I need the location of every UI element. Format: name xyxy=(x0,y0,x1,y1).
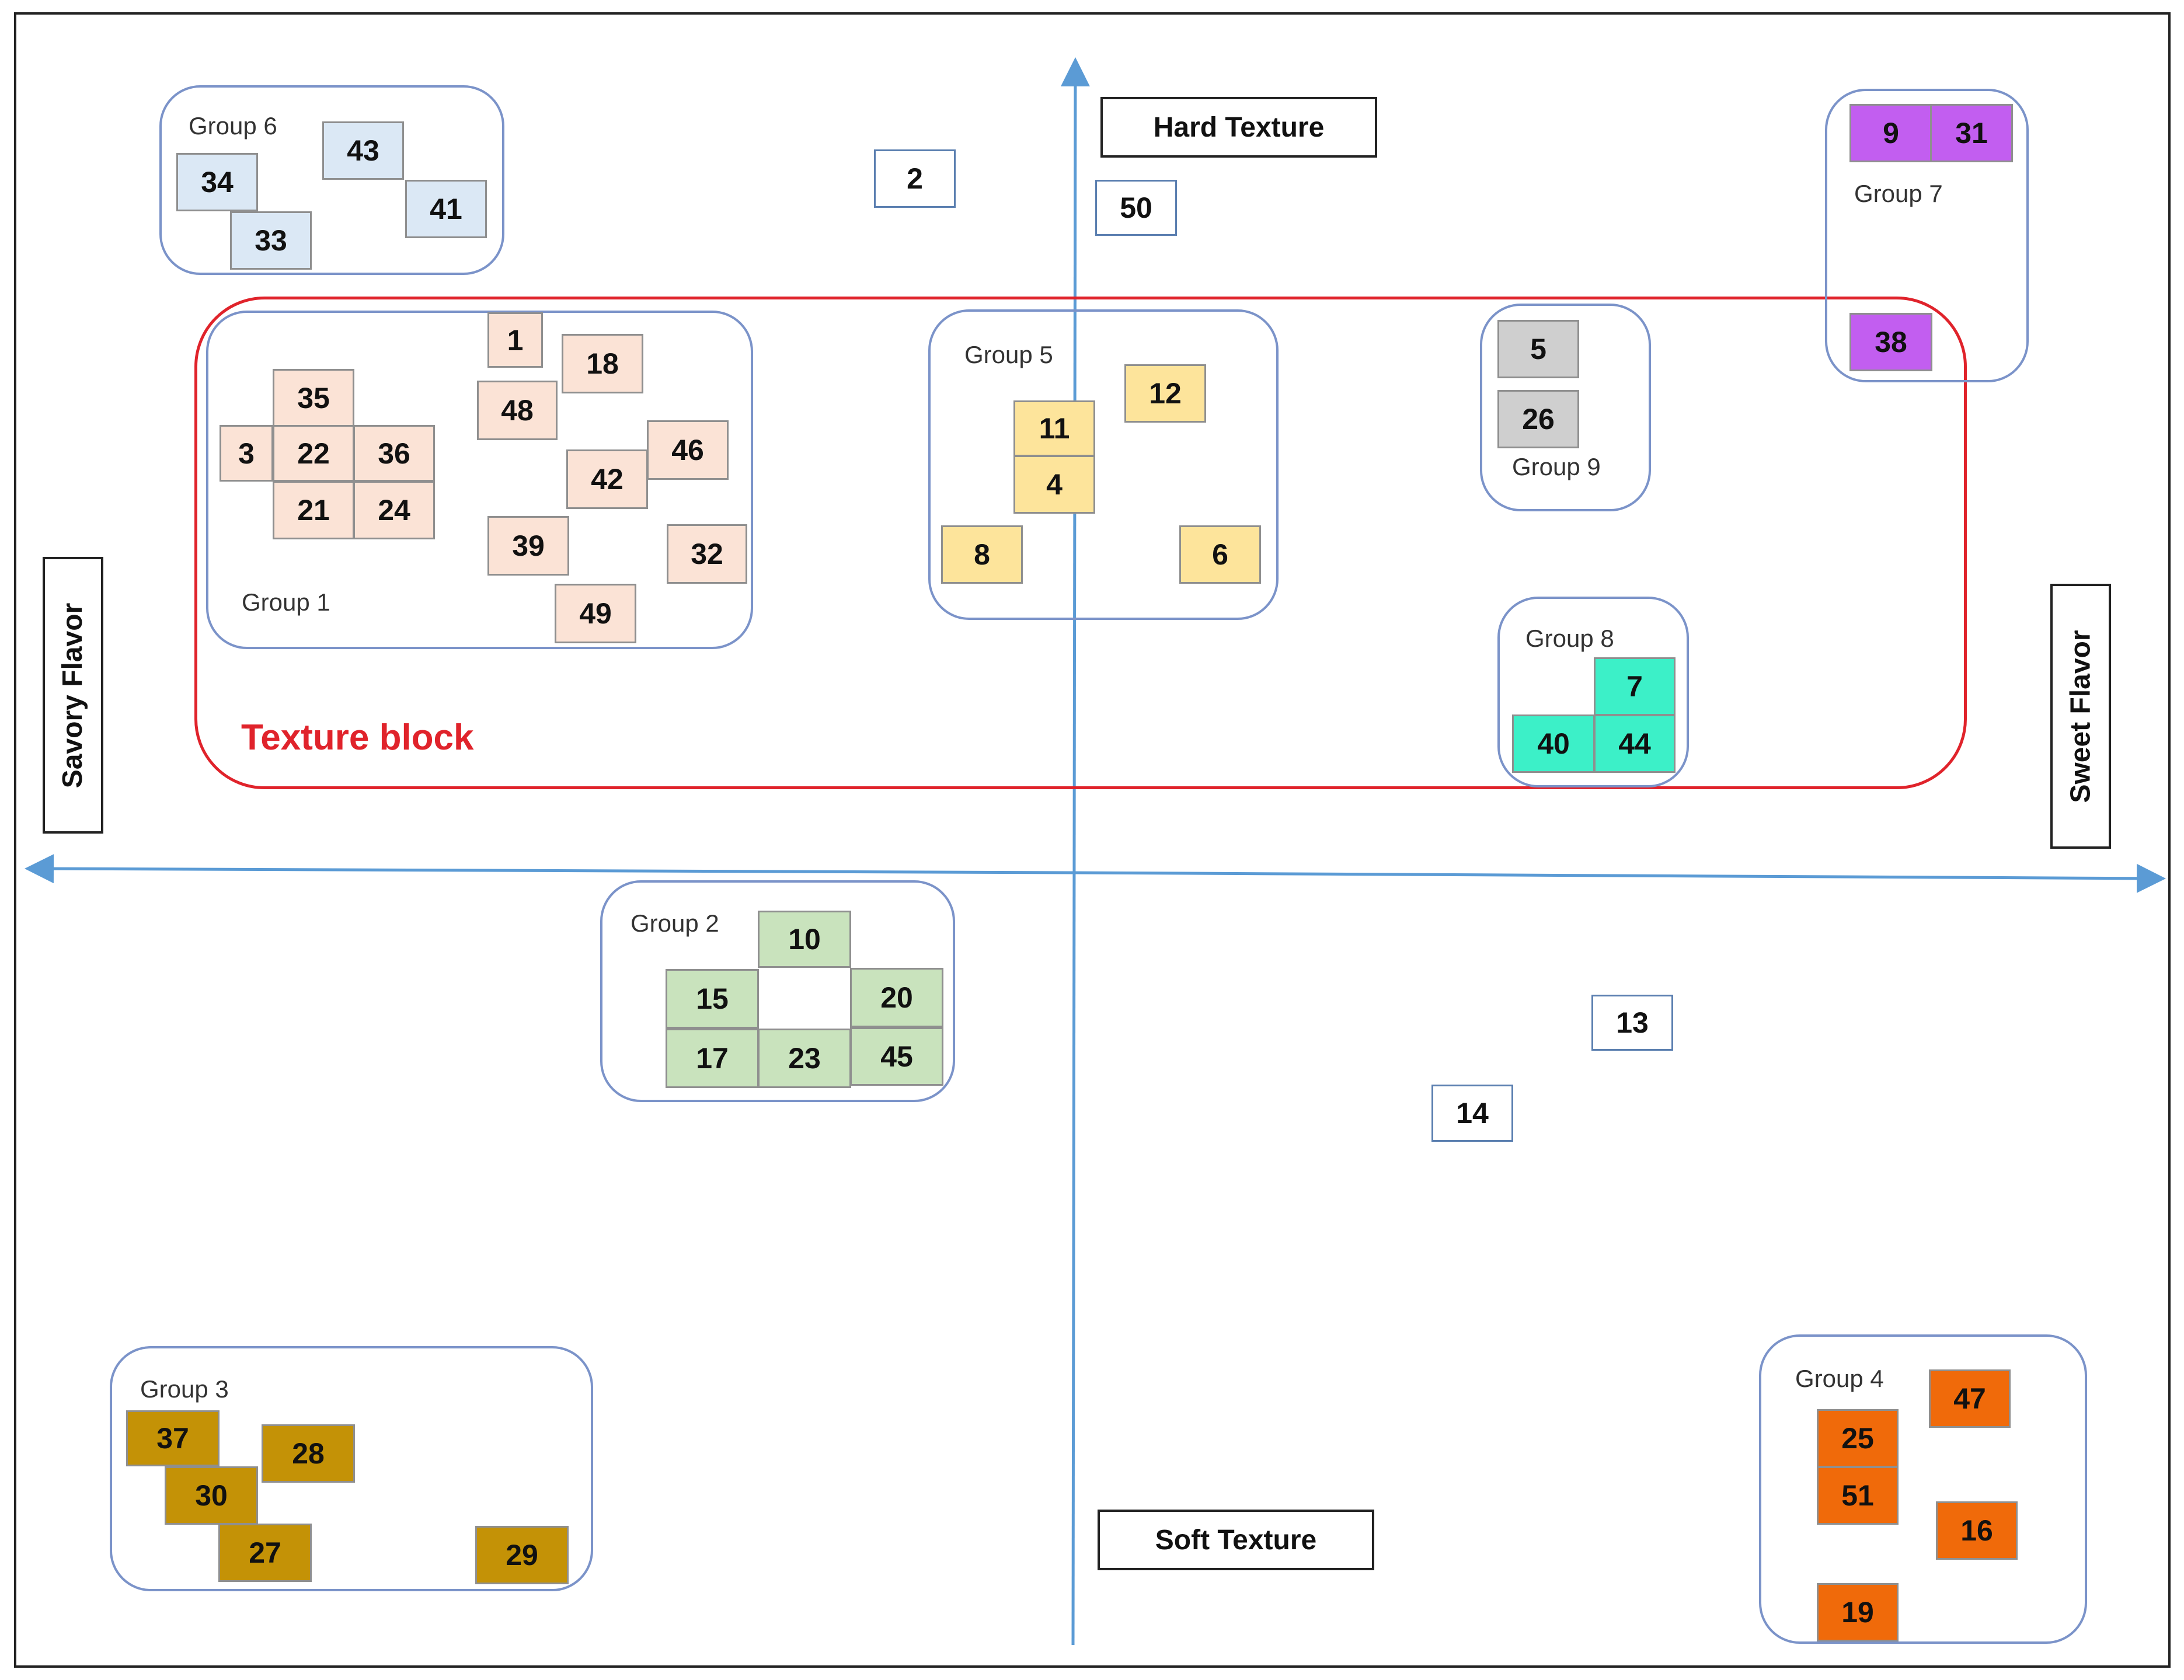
group-9-label: Group 9 xyxy=(1512,453,1601,480)
item-15: 15 xyxy=(666,969,759,1029)
item-44: 44 xyxy=(1594,714,1676,773)
item-35: 35 xyxy=(273,369,354,427)
group-5-container xyxy=(928,309,1279,620)
item-41: 41 xyxy=(405,180,487,238)
item-25: 25 xyxy=(1817,1409,1899,1468)
diagram-frame xyxy=(14,12,2171,1668)
item-32: 32 xyxy=(667,524,747,584)
group-7-label: Group 7 xyxy=(1854,180,1943,207)
group-4-label: Group 4 xyxy=(1795,1365,1884,1392)
item-48: 48 xyxy=(477,381,558,440)
axis-label-left-text: Savory Flavor xyxy=(57,602,89,788)
item-5: 5 xyxy=(1497,320,1579,378)
item-6: 6 xyxy=(1179,525,1261,584)
item-43: 43 xyxy=(322,121,404,180)
group-4-container xyxy=(1759,1334,2087,1644)
item-8: 8 xyxy=(941,525,1023,584)
group-5-label: Group 5 xyxy=(964,341,1053,368)
group-1-label: Group 1 xyxy=(242,588,330,616)
horizontal-axis-right xyxy=(1072,863,2166,893)
item-2: 2 xyxy=(874,149,956,208)
item-14: 14 xyxy=(1431,1085,1513,1142)
item-27: 27 xyxy=(218,1524,312,1582)
item-42: 42 xyxy=(566,449,648,509)
item-16: 16 xyxy=(1936,1501,2018,1560)
axis-label-top-text: Hard Texture xyxy=(1153,111,1325,143)
axis-label-bottom: Soft Texture xyxy=(1098,1510,1374,1570)
item-34: 34 xyxy=(176,153,258,211)
item-45: 45 xyxy=(850,1027,943,1086)
item-36: 36 xyxy=(353,425,435,482)
item-50: 50 xyxy=(1095,180,1177,236)
item-7: 7 xyxy=(1594,657,1676,716)
axis-label-right: Sweet Flavor xyxy=(2050,584,2111,849)
texture-block-label: Texture block xyxy=(241,717,474,758)
group-6-label: Group 6 xyxy=(189,112,277,140)
item-39: 39 xyxy=(487,516,569,576)
item-19: 19 xyxy=(1817,1583,1899,1641)
item-29: 29 xyxy=(475,1526,569,1584)
group-9-container xyxy=(1480,304,1651,511)
item-13: 13 xyxy=(1591,995,1673,1051)
group-7-container xyxy=(1825,89,2029,382)
item-21: 21 xyxy=(273,481,354,539)
horizontal-axis-left xyxy=(25,854,1074,884)
group-1-container xyxy=(206,311,753,649)
item-3: 3 xyxy=(220,425,273,482)
group-2-container xyxy=(600,880,955,1102)
item-4: 4 xyxy=(1013,455,1095,514)
axis-label-right-text: Sweet Flavor xyxy=(2065,629,2096,803)
item-23: 23 xyxy=(758,1029,851,1088)
item-26: 26 xyxy=(1497,390,1579,448)
item-22: 22 xyxy=(273,425,354,482)
item-24: 24 xyxy=(353,481,435,539)
item-1: 1 xyxy=(487,312,543,368)
item-37: 37 xyxy=(126,1410,220,1466)
item-49: 49 xyxy=(555,584,636,643)
item-51: 51 xyxy=(1817,1466,1899,1525)
item-31: 31 xyxy=(1930,104,2013,162)
item-30: 30 xyxy=(165,1466,258,1525)
item-17: 17 xyxy=(666,1029,759,1088)
item-12: 12 xyxy=(1124,364,1206,423)
group-6-container xyxy=(159,85,504,275)
axis-label-left: Savory Flavor xyxy=(43,557,103,834)
item-40: 40 xyxy=(1512,714,1595,773)
axis-label-bottom-text: Soft Texture xyxy=(1155,1524,1317,1556)
item-10: 10 xyxy=(758,911,851,968)
group-2-label: Group 2 xyxy=(631,909,719,937)
group-8-container xyxy=(1497,597,1689,787)
item-18: 18 xyxy=(562,334,643,393)
item-38: 38 xyxy=(1849,313,1932,371)
item-46: 46 xyxy=(647,420,729,480)
item-28: 28 xyxy=(262,1424,355,1483)
group-3-container xyxy=(110,1346,593,1591)
item-9: 9 xyxy=(1849,104,1932,162)
group-8-label: Group 8 xyxy=(1525,625,1614,652)
item-47: 47 xyxy=(1929,1369,2011,1428)
item-33: 33 xyxy=(230,211,312,270)
item-11: 11 xyxy=(1013,400,1095,456)
group-3-label: Group 3 xyxy=(140,1375,229,1403)
item-20: 20 xyxy=(850,968,943,1027)
axis-label-top: Hard Texture xyxy=(1100,97,1377,158)
texture-block-outline xyxy=(194,297,1967,789)
vertical-axis xyxy=(1060,57,1090,1646)
